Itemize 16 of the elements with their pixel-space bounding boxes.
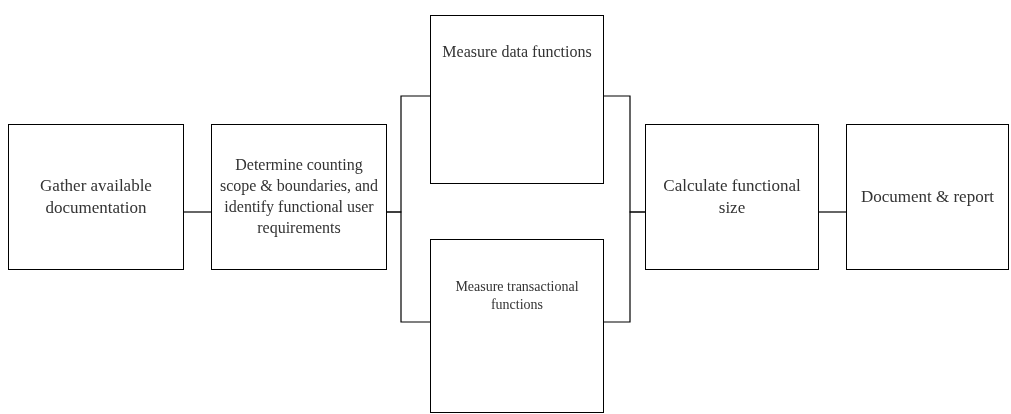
box-label: Measure transactional functions (454, 278, 580, 315)
connector-line (386, 211, 431, 323)
connector-line (603, 211, 646, 323)
process-box (430, 15, 604, 184)
process-box (430, 239, 604, 413)
process-box (846, 124, 1009, 270)
process-box (211, 124, 387, 270)
connector-line (183, 211, 212, 213)
process-box (8, 124, 184, 270)
connector-line (818, 211, 847, 213)
process-box (645, 124, 819, 270)
box-label: Document & report (860, 185, 995, 208)
box-label: Calculate functional size (662, 174, 802, 219)
box-label: Determine counting scope & boundaries, and identify functional user requirements (218, 155, 380, 239)
box-label: Measure data functions (442, 42, 592, 62)
box-label: Gather available documentation (39, 174, 153, 219)
